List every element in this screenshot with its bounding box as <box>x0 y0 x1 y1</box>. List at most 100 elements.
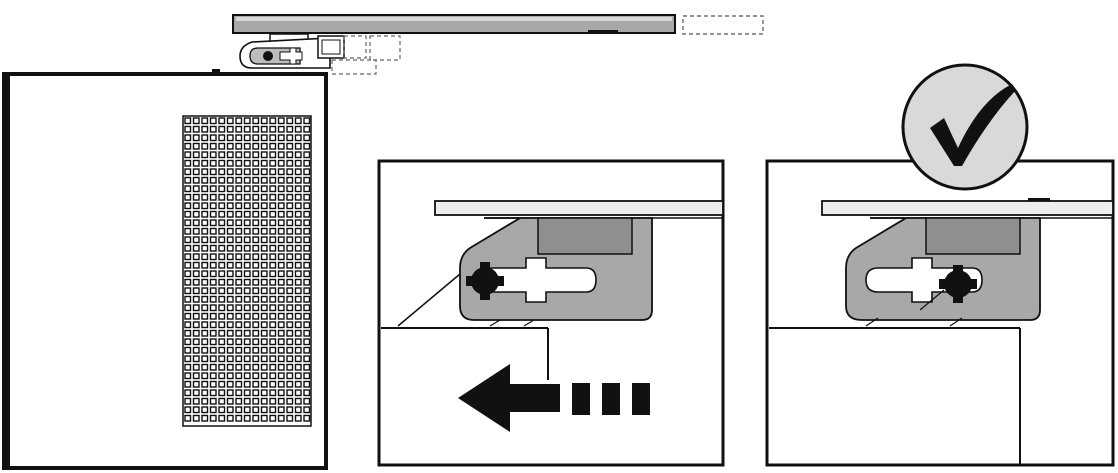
vent-hole <box>269 176 277 184</box>
vent-hole <box>192 134 200 142</box>
vent-hole <box>260 295 268 303</box>
vent-hole <box>235 389 243 397</box>
vent-hole <box>235 304 243 312</box>
vent-hole <box>226 355 234 363</box>
vent-hole <box>269 244 277 252</box>
vent-hole <box>218 202 226 210</box>
vent-hole <box>303 321 311 329</box>
vent-hole <box>192 117 200 125</box>
vent-hole <box>226 227 234 235</box>
vent-hole <box>277 346 285 354</box>
vent-hole <box>192 185 200 193</box>
vent-hole <box>201 261 209 269</box>
vent-hole <box>252 329 260 337</box>
vent-hole <box>243 117 251 125</box>
vent-hole <box>294 287 302 295</box>
vent-hole <box>226 117 234 125</box>
vent-hole <box>286 125 294 133</box>
vent-hole <box>269 406 277 414</box>
vent-hole <box>252 363 260 371</box>
vent-hole <box>184 227 192 235</box>
vent-hole <box>235 278 243 286</box>
vent-hole <box>286 168 294 176</box>
vent-hole <box>286 117 294 125</box>
arrow-left-icon <box>458 364 650 432</box>
vent-hole <box>260 253 268 261</box>
vent-hole <box>243 278 251 286</box>
vent-hole <box>294 219 302 227</box>
vent-grille <box>182 115 312 427</box>
vent-hole <box>252 151 260 159</box>
vent-hole <box>294 278 302 286</box>
vent-hole <box>218 338 226 346</box>
vent-hole <box>252 210 260 218</box>
vent-hole <box>277 236 285 244</box>
vent-hole <box>184 219 192 227</box>
vent-hole <box>235 355 243 363</box>
vent-hole <box>184 363 192 371</box>
vent-hole <box>235 295 243 303</box>
vent-hole <box>192 287 200 295</box>
vent-hole <box>184 372 192 380</box>
vent-hole <box>269 338 277 346</box>
vent-hole <box>184 321 192 329</box>
step-locked-board <box>821 200 1114 216</box>
vent-hole <box>294 270 302 278</box>
vent-hole <box>192 397 200 405</box>
vent-hole <box>201 363 209 371</box>
vent-hole <box>184 389 192 397</box>
vent-hole <box>286 253 294 261</box>
vent-hole <box>201 236 209 244</box>
vent-hole <box>226 253 234 261</box>
vent-hole <box>269 210 277 218</box>
vent-hole <box>192 372 200 380</box>
vent-hole <box>209 278 217 286</box>
vent-hole <box>192 125 200 133</box>
vent-hole <box>277 202 285 210</box>
vent-hole <box>260 202 268 210</box>
vent-hole <box>303 193 311 201</box>
vent-hole <box>294 193 302 201</box>
vent-hole <box>269 142 277 150</box>
vent-hole <box>201 270 209 278</box>
step-slide-panel <box>377 159 725 467</box>
vent-hole <box>218 185 226 193</box>
vent-hole <box>218 346 226 354</box>
screw-head-icon <box>939 265 977 303</box>
vent-hole <box>209 210 217 218</box>
vent-hole <box>294 397 302 405</box>
vent-hole <box>235 168 243 176</box>
vent-hole <box>286 338 294 346</box>
vent-hole <box>277 185 285 193</box>
vent-hole <box>286 287 294 295</box>
vent-hole <box>277 176 285 184</box>
vent-hole <box>294 227 302 235</box>
vent-hole <box>218 312 226 320</box>
vent-hole <box>260 219 268 227</box>
vent-hole <box>218 329 226 337</box>
vent-hole <box>218 151 226 159</box>
vent-hole <box>209 380 217 388</box>
vent-hole <box>235 151 243 159</box>
vent-hole <box>269 202 277 210</box>
vent-hole <box>243 253 251 261</box>
vent-hole <box>303 406 311 414</box>
vent-hole <box>235 236 243 244</box>
vent-hole <box>260 176 268 184</box>
vent-hole <box>294 338 302 346</box>
vent-hole <box>184 168 192 176</box>
vent-hole <box>269 159 277 167</box>
vent-hole <box>294 321 302 329</box>
vent-hole <box>260 321 268 329</box>
vent-hole <box>226 380 234 388</box>
vent-hole <box>294 176 302 184</box>
vent-hole <box>209 142 217 150</box>
vent-hole <box>294 168 302 176</box>
vent-hole <box>201 312 209 320</box>
vent-hole <box>226 372 234 380</box>
vent-hole <box>252 355 260 363</box>
vent-hole <box>201 295 209 303</box>
vent-hole <box>209 321 217 329</box>
vent-hole <box>209 168 217 176</box>
vent-hole <box>269 380 277 388</box>
